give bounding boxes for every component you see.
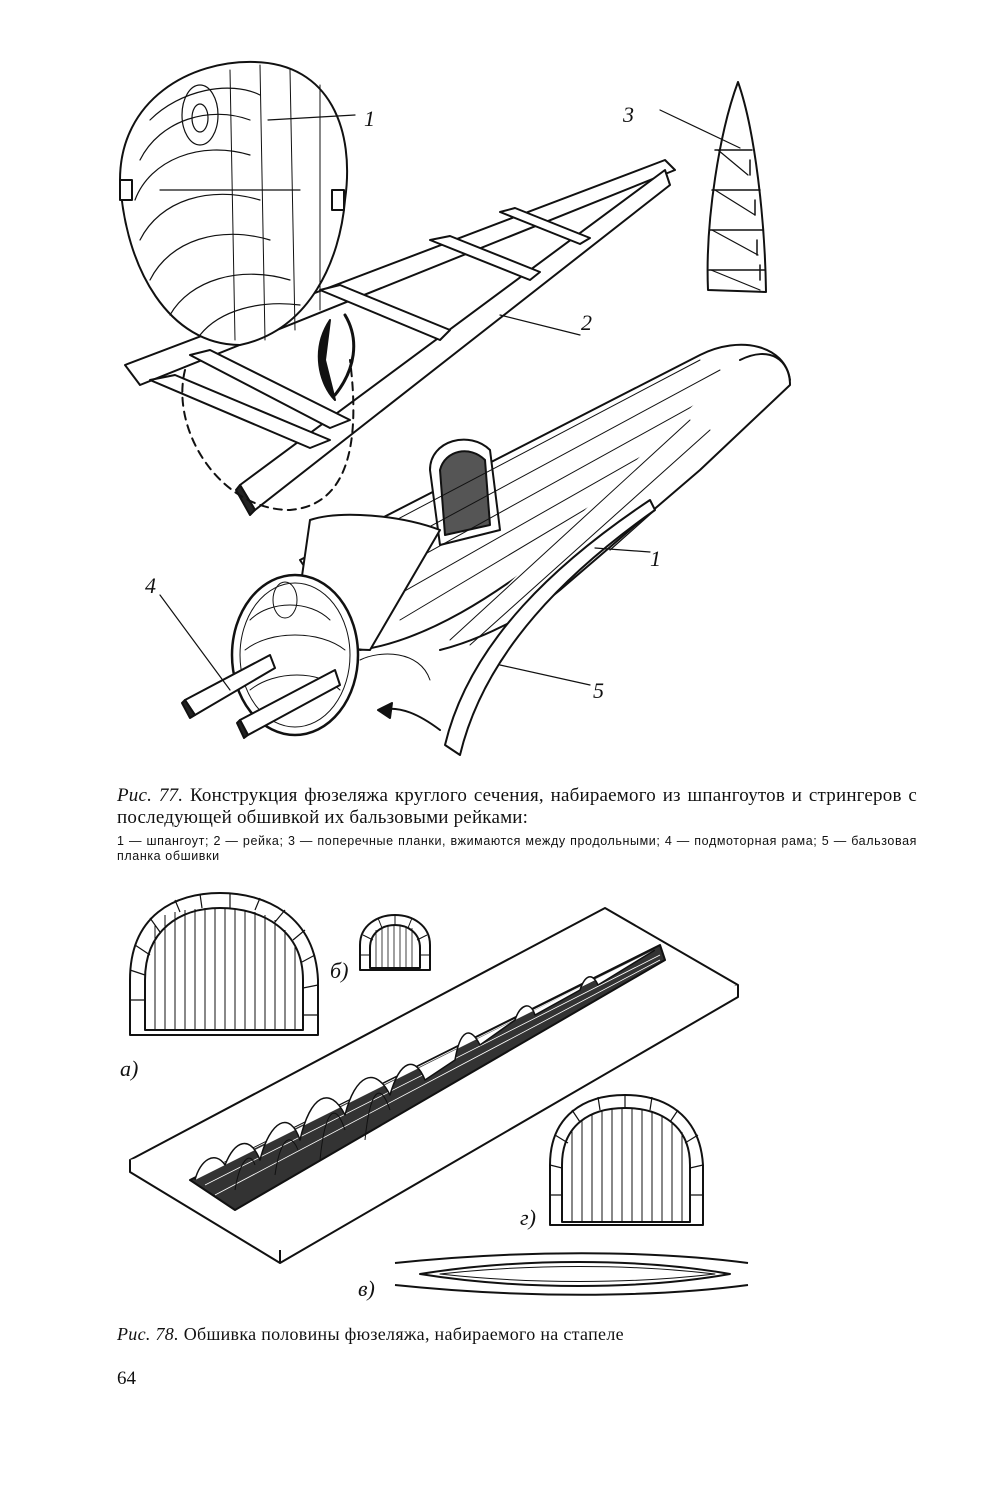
- bulkhead-disc: [119, 60, 349, 346]
- detail-dashed-outline: [181, 359, 355, 511]
- figure-78-caption: Рис. 78. Обшивка половины фюзеляжа, наби…: [117, 1323, 917, 1345]
- figure-78-drawing: [129, 892, 749, 1296]
- rotation-arrow: [317, 319, 336, 401]
- page-number: 64: [117, 1368, 136, 1389]
- balsa-strip-profile: [394, 1252, 749, 1296]
- label-1-frame: 1: [364, 106, 375, 131]
- label-5-balsa-strip: 5: [593, 678, 604, 703]
- label-v: в): [358, 1276, 375, 1301]
- half-bulkhead-b: [359, 914, 431, 971]
- figure-77-legend: 1 — шпангоут; 2 — рейка; 3 — поперечные …: [117, 834, 917, 863]
- half-fuselage-on-stapel: [189, 944, 666, 1211]
- label-a: а): [120, 1056, 139, 1081]
- label-g: г): [520, 1205, 536, 1230]
- half-bulkhead-a: [129, 892, 319, 1036]
- label-2-rail: 2: [581, 310, 592, 335]
- transverse-planks-profile: [706, 81, 767, 293]
- label-b: б): [330, 958, 349, 983]
- label-1-bulkheads: 1: [650, 546, 661, 571]
- front-bulkhead: [230, 573, 431, 737]
- figure-78-caption-text: Обшивка половины фюзеляжа, набираемого н…: [183, 1324, 624, 1344]
- half-bulkhead-g: [549, 1094, 704, 1226]
- figure-77-number: Рис. 77.: [117, 785, 184, 806]
- motor-mount-rails: [181, 654, 341, 739]
- figure-78-number: Рис. 78.: [117, 1324, 179, 1344]
- figure-77-caption: Рис. 77. Конструкция фюзеляжа круглого с…: [117, 785, 917, 829]
- label-3-planks: 3: [623, 102, 634, 127]
- figure-77-caption-text: Конструкция фюзеляжа круглого сечения, н…: [117, 785, 918, 828]
- label-4-motor-mount: 4: [145, 573, 156, 598]
